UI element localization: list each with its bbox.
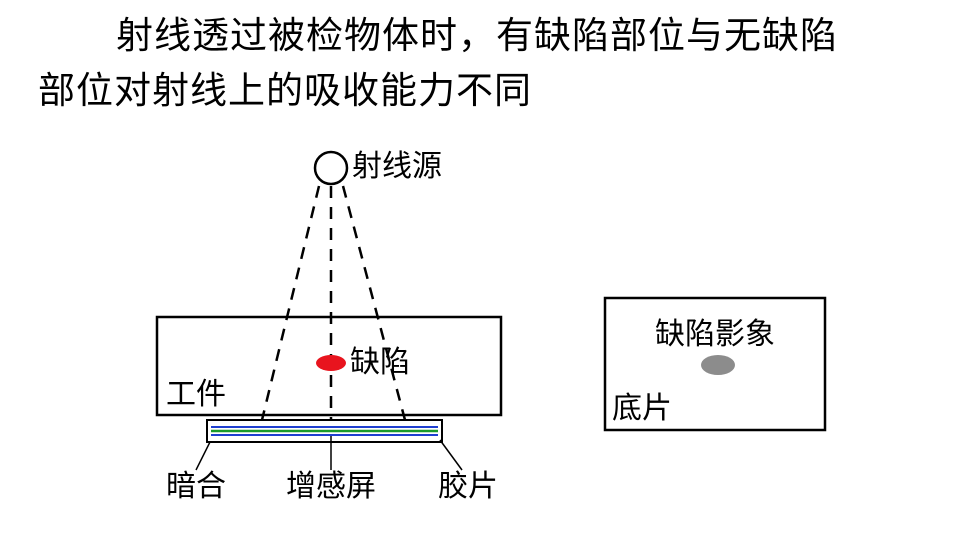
defect-label: 缺陷: [350, 345, 410, 380]
radiation-source-icon: [313, 150, 349, 186]
defect-image-label: 缺陷影象: [655, 317, 775, 352]
cassette-label: 暗合: [166, 469, 226, 504]
intensifying-screen-label: 增感屏: [286, 469, 376, 504]
defect-marker: [316, 355, 346, 371]
film-label: 胶片: [438, 469, 498, 504]
radiograph-label: 底片: [612, 391, 672, 426]
radiograph-box: [603, 296, 827, 432]
beam-left-edge: [260, 185, 321, 421]
cassette-leader: [195, 441, 211, 471]
slide-title: 射线透过被检物体时，有缺陷部位与无缺陷 部位对射线上的吸收能力不同: [38, 8, 938, 118]
title-line-2: 部位对射线上的吸收能力不同: [38, 69, 532, 112]
film-leader: [439, 439, 463, 471]
radiation-source-label: 射线源: [352, 149, 442, 184]
defect-image-marker: [701, 355, 735, 375]
workpiece-box: [155, 315, 503, 417]
beam-right-edge: [341, 185, 407, 421]
title-line-1: 射线透过被检物体时，有缺陷部位与无缺陷: [116, 14, 838, 57]
workpiece-label: 工件: [166, 377, 226, 412]
